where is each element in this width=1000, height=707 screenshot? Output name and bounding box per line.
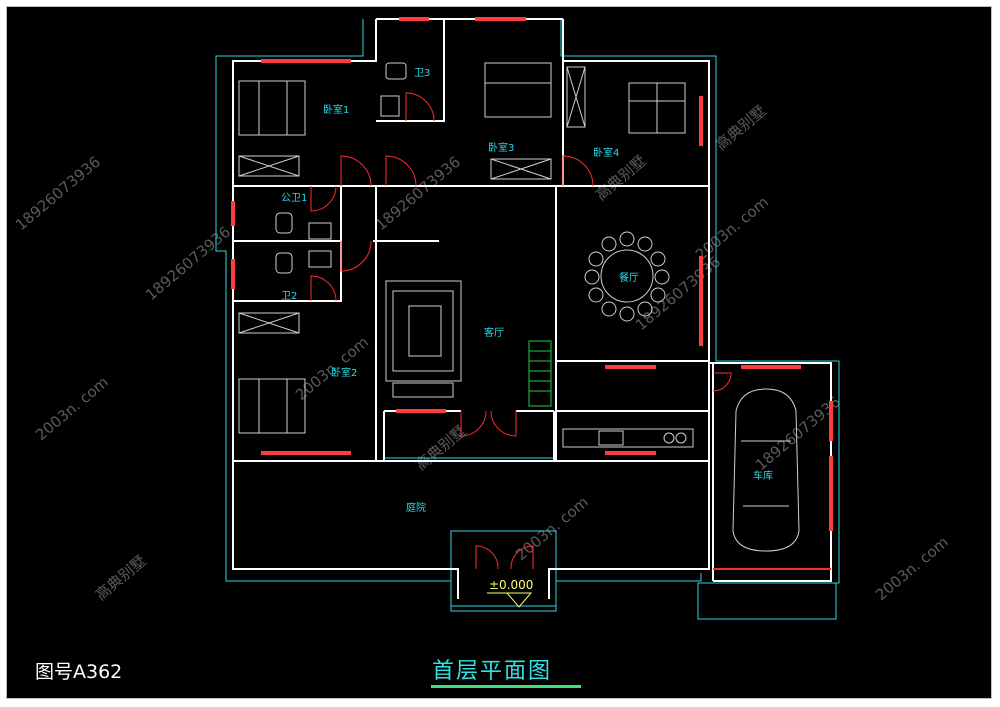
watermark-site: 2003n. com <box>32 373 112 444</box>
watermark-brand: 高典别墅 <box>712 102 770 154</box>
elevation-marker: ±0.000 <box>487 578 533 608</box>
watermark-phone: 18926073936 <box>12 153 104 234</box>
site-outline <box>215 19 840 620</box>
label-bath3: 卫3 <box>414 68 430 79</box>
elevation-label: ±0.000 <box>489 578 533 592</box>
label-dining: 餐厅 <box>619 271 639 284</box>
furniture <box>238 62 800 552</box>
label-living: 客厅 <box>484 326 504 339</box>
watermark-site: 2003n. com <box>872 533 952 604</box>
watermark-site: 2003n. com <box>692 193 772 264</box>
label-bedroom1: 卧室1 <box>323 103 349 116</box>
plan-title: 首层平面图 <box>432 659 553 684</box>
label-courtyard: 庭院 <box>406 501 426 514</box>
label-bedroom4: 卧室4 <box>593 146 619 159</box>
stairs <box>528 340 552 407</box>
floor-plan: 18926073936 18926073936 18926073936 1892… <box>12 17 952 620</box>
title-underline <box>431 685 581 688</box>
watermark-phone: 18926073936 <box>142 223 234 304</box>
watermark-layer: 18926073936 18926073936 18926073936 1892… <box>12 102 952 604</box>
label-bedroom2: 卧室2 <box>331 366 357 379</box>
label-bath2: 卫2 <box>281 291 297 302</box>
label-bedroom3: 卧室3 <box>488 141 514 154</box>
watermark-site: 2003n. com <box>512 493 592 564</box>
label-garage: 车库 <box>753 469 773 482</box>
drawing-number: 图号A362 <box>35 661 123 683</box>
label-bath1: 公卫1 <box>281 193 307 204</box>
drawing-frame: 18926073936 18926073936 18926073936 1892… <box>6 6 992 699</box>
windows <box>231 17 833 531</box>
watermark-brand: 高典别墅 <box>592 152 650 204</box>
doors <box>310 92 831 570</box>
watermark-brand: 高典别墅 <box>92 552 150 604</box>
room-labels: 卧室1 卫3 卧室3 卧室4 公卫1 卫2 餐厅 客厅 卧室2 庭院 车库 <box>281 68 773 514</box>
